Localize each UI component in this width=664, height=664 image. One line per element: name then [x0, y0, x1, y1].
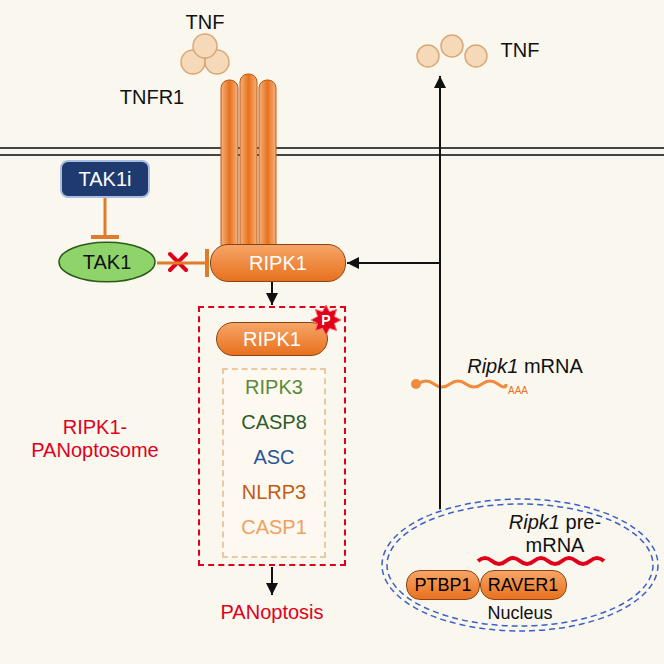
node-text: CASP8 [224, 411, 324, 434]
kinase-box: RIPK1P [216, 322, 328, 356]
node-text: TAK1 [83, 251, 132, 274]
phospho-star: P [311, 305, 341, 335]
node-text: RIPK1- PANoptosome [10, 416, 180, 462]
inhibition-line [104, 198, 107, 237]
released-tnf [417, 35, 487, 67]
secretion-arrow [439, 76, 441, 265]
node-text: RAVER1 [488, 575, 559, 596]
annotation-label: Ripk1 mRNA [467, 355, 583, 378]
node-text: RIPK3 [224, 376, 324, 399]
inhibitor-box: TAK1i [60, 160, 150, 198]
membrane-line [0, 154, 664, 156]
ellipse-fill [59, 242, 155, 282]
node-text: P [321, 312, 330, 328]
tnf-trimer [181, 34, 229, 74]
star-fill [311, 305, 341, 335]
activation-arrow [347, 263, 440, 509]
node-text: Ripk1 pre-mRNA [500, 511, 610, 557]
node-text: TAK1i [79, 168, 132, 191]
adaptor-kinase-box: RIPK1 [210, 244, 346, 282]
rna-binding-box: PTBP1 [406, 570, 480, 600]
annotation-label: PANoptosis [220, 601, 323, 624]
node-text: NLRP3 [224, 481, 324, 504]
nuclear-envelope [387, 504, 653, 626]
component-box: RIPK3CASP8ASC NLRP3CASP1 [222, 368, 326, 558]
node-text: RIPK1 [243, 328, 301, 351]
receptor-rods [221, 74, 276, 252]
node-text: Nucleus [480, 603, 560, 624]
annotation-label: AAA [508, 385, 528, 397]
nuclear-envelope [382, 499, 658, 631]
node-text: CASP1 [224, 516, 324, 539]
annotation-label: TNF [501, 39, 540, 62]
mrna-strand [411, 379, 506, 389]
node-text: PTBP1 [414, 575, 471, 596]
outcome-arrow [271, 567, 273, 595]
complex-box: RIPK1- PANoptosomeRIPK1PRIPK3CASP8ASCNLR… [198, 306, 346, 566]
annotation-label: TNF [186, 11, 225, 34]
activation-arrow [271, 282, 273, 305]
nucleus-ellipse: Ripk1 pre-mRNA Nucleus PTBP1 RAVER1 [380, 497, 660, 633]
membrane-line [0, 147, 664, 149]
node-text: ASC [224, 446, 324, 469]
inhibition-line [157, 262, 207, 265]
node-text: RIPK1 [249, 252, 307, 275]
rna-binding-box: RAVER1 [480, 570, 567, 600]
pre-mrna-strand [478, 558, 604, 564]
kinase-ellipse: TAK1 [57, 240, 157, 284]
annotation-label: TNFR1 [120, 86, 184, 109]
